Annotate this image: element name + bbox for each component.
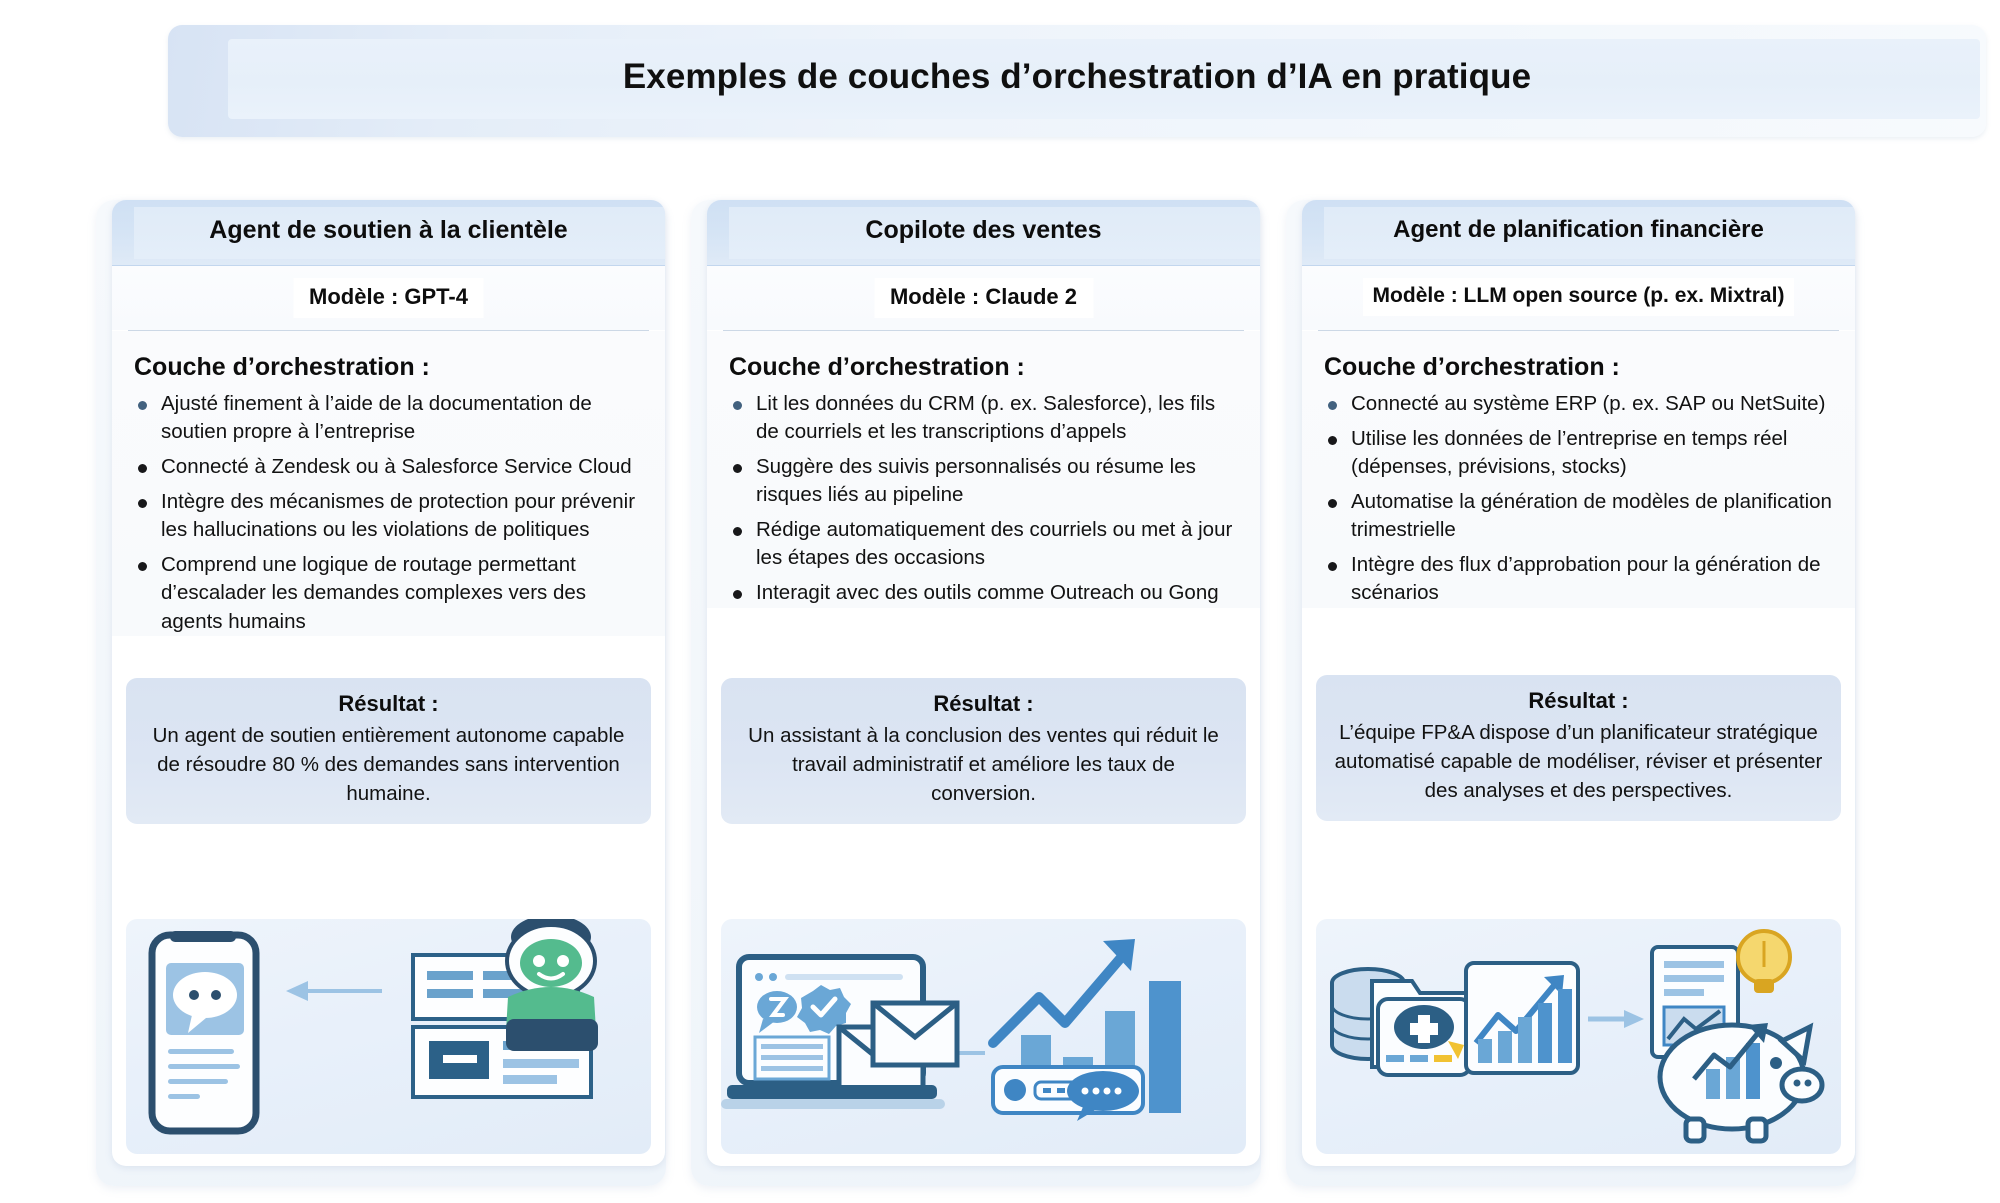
section-divider [128, 330, 649, 331]
card: Agent de soutien à la clientèle Modèle :… [112, 200, 665, 1166]
list-item: Utilise les données de l’entreprise en t… [1324, 425, 1833, 481]
card-header: Agent de planification financière [1302, 200, 1855, 266]
orchestration-bullet-list: Lit les données du CRM (p. ex. Salesforc… [729, 390, 1238, 608]
column-financial-planning-agent: Agent de planification financière Modèle… [1286, 200, 1878, 1203]
title-banner-inner [228, 39, 1980, 119]
result-box: Résultat : L’équipe FP&A dispose d’un pl… [1316, 675, 1841, 822]
illustration-laptop-email-to-growth-chart [721, 919, 1246, 1154]
list-item: Lit les données du CRM (p. ex. Salesforc… [729, 390, 1238, 446]
card-header: Agent de soutien à la clientèle [112, 200, 665, 266]
list-item: Intègre des mécanismes de protection pou… [134, 488, 643, 544]
card-body: Couche d’orchestration : Connecté au sys… [1302, 331, 1855, 608]
list-item: Ajusté finement à l’aide de la documenta… [134, 390, 643, 446]
card: Copilote des ventes Modèle : Claude 2 Co… [707, 200, 1260, 1166]
result-box: Résultat : Un assistant à la conclusion … [721, 678, 1246, 825]
title-banner: Exemples de couches d’orchestration d’IA… [168, 25, 1986, 137]
card-header-inner [134, 207, 665, 259]
orchestration-heading: Couche d’orchestration : [729, 353, 1025, 381]
column-sales-copilot: Copilote des ventes Modèle : Claude 2 Co… [691, 200, 1283, 1203]
orchestration-bullet-list: Ajusté finement à l’aide de la documenta… [134, 390, 643, 636]
orchestration-heading: Couche d’orchestration : [134, 353, 430, 381]
result-text: Un assistant à la conclusion des ventes … [748, 724, 1219, 806]
list-item: Suggère des suivis personnalisés ou résu… [729, 453, 1238, 509]
model-chip: Modèle : GPT-4 [293, 278, 484, 318]
card-header-inner [729, 207, 1260, 259]
columns-container: Agent de soutien à la clientèle Modèle :… [0, 200, 2000, 1203]
illustration-database-chart-to-piggybank-bulb [1316, 919, 1841, 1154]
model-chip: Modèle : LLM open source (p. ex. Mixtral… [1362, 278, 1795, 316]
orchestration-bullet-list: Connecté au système ERP (p. ex. SAP ou N… [1324, 390, 1833, 608]
model-zone: Modèle : GPT-4 [112, 266, 665, 330]
column-customer-support-agent: Agent de soutien à la clientèle Modèle :… [96, 200, 688, 1203]
section-divider [723, 330, 1244, 331]
card-body: Couche d’orchestration : Ajusté finement… [112, 331, 665, 636]
card-title: Copilote des ventes [865, 216, 1102, 244]
list-item: Intègre des flux d’approbation pour la g… [1324, 551, 1833, 607]
card-title: Agent de planification financière [1393, 216, 1764, 243]
list-item: Connecté au système ERP (p. ex. SAP ou N… [1324, 390, 1833, 418]
list-item: Connecté à Zendesk ou à Salesforce Servi… [134, 453, 643, 481]
card-title: Agent de soutien à la clientèle [209, 216, 568, 244]
card: Agent de planification financière Modèle… [1302, 200, 1855, 1166]
page-title: Exemples de couches d’orchestration d’IA… [622, 57, 1532, 96]
model-zone: Modèle : LLM open source (p. ex. Mixtral… [1302, 266, 1855, 330]
model-zone: Modèle : Claude 2 [707, 266, 1260, 330]
result-text: L’équipe FP&A dispose d’un planificateur… [1334, 721, 1823, 803]
list-item: Interagit avec des outils comme Outreach… [729, 579, 1238, 607]
card-header: Copilote des ventes [707, 200, 1260, 266]
model-chip: Modèle : Claude 2 [873, 278, 1094, 318]
result-heading: Résultat : [933, 691, 1034, 716]
list-item: Rédige automatiquement des courriels ou … [729, 516, 1238, 572]
result-heading: Résultat : [338, 691, 439, 716]
illustration-phone-chat-to-robot-document [126, 919, 651, 1154]
list-item: Comprend une logique de routage permetta… [134, 551, 643, 635]
card-header-inner [1324, 207, 1855, 259]
result-text: Un agent de soutien entièrement autonome… [152, 724, 625, 806]
result-heading: Résultat : [1528, 688, 1629, 713]
orchestration-heading: Couche d’orchestration : [1324, 353, 1620, 381]
card-body: Couche d’orchestration : Lit les données… [707, 331, 1260, 608]
list-item: Automatise la génération de modèles de p… [1324, 488, 1833, 544]
result-box: Résultat : Un agent de soutien entièreme… [126, 678, 651, 825]
section-divider [1318, 330, 1839, 331]
